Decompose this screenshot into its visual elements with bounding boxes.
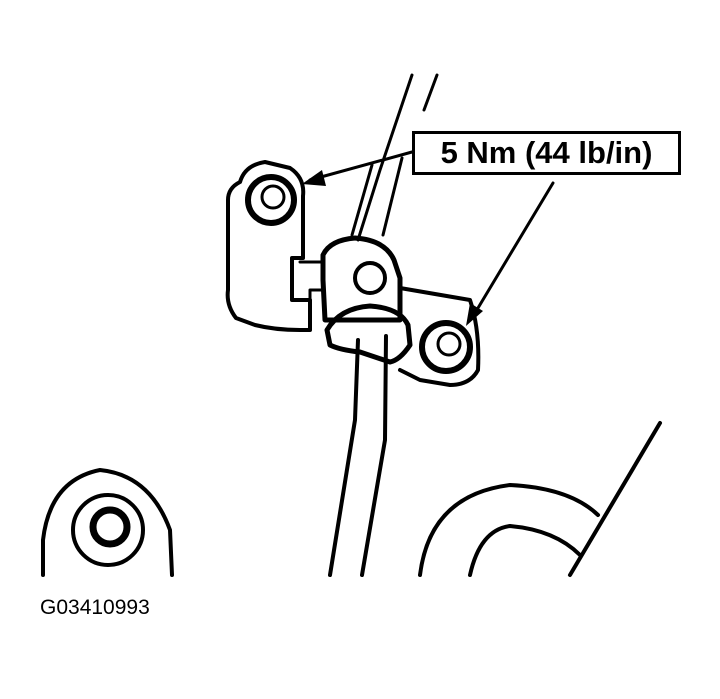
cable-upper-left-edge (350, 163, 374, 237)
clamp-tab (298, 260, 325, 302)
lower-right-diagonal-edge (568, 421, 662, 577)
torque-callout: 5 Nm (44 lb/in) (412, 131, 681, 175)
lower-right-inner-arc (468, 524, 582, 577)
leader-line-upper (308, 150, 414, 182)
lower-right-outer-arc (418, 483, 600, 577)
upper-bolt-outer (245, 174, 297, 226)
upper-bolt-inner (260, 184, 286, 210)
arrowhead-lower (466, 303, 483, 326)
cable-upper-right-edge (381, 156, 404, 237)
leader-line-lower (470, 181, 555, 320)
bracket-plate (225, 160, 312, 332)
cable-lower-left-edge (328, 338, 360, 577)
lower-left-washer (71, 493, 145, 567)
clamp-collar (324, 303, 413, 365)
lower-left-boss (41, 468, 174, 577)
upper-cable-line-right (422, 73, 439, 112)
clamp-body (320, 235, 403, 323)
lower-left-bolt-head (89, 506, 131, 548)
torque-callout-text: 5 Nm (44 lb/in) (440, 135, 653, 170)
lower-bolt-outer (419, 320, 473, 374)
lower-bolt-inner (436, 331, 462, 357)
cable-lower-right-edge (360, 334, 388, 577)
upper-cable-line-left (356, 73, 414, 242)
arrowhead-upper (302, 170, 326, 186)
figure-id-label: G03410993 (40, 596, 150, 619)
clamp-hole (353, 261, 387, 295)
